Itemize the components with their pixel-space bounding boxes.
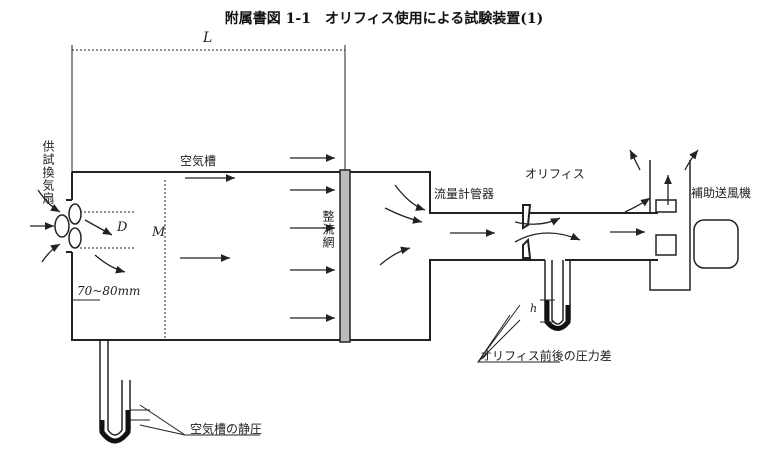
- flow-straightener: [339, 169, 351, 343]
- orifice-plate: [522, 204, 532, 259]
- aux-fan-motor: [693, 219, 739, 269]
- length-label: L: [203, 30, 213, 46]
- figure-title: 附属書図 1-1 オリフィス使用による試験装置(1): [224, 11, 544, 27]
- diameter-label: D: [117, 220, 128, 235]
- distance-label: 70~80mm: [77, 284, 141, 298]
- air-chamber-label: 空気槽: [180, 154, 217, 168]
- air-chamber: [71, 171, 345, 341]
- test-fan: [54, 203, 82, 249]
- head-label: h: [530, 302, 538, 315]
- flow-arrows: [30, 149, 699, 322]
- aux-fan-label: 補助送風機: [691, 186, 752, 200]
- static-pressure-label: 空気槽の静圧: [190, 422, 263, 436]
- aux-fan-housing: [649, 160, 691, 291]
- dimension-l: [71, 45, 346, 175]
- straightener-label: 整流網: [321, 210, 335, 249]
- orifice-pressure-diff-label: オリフィス前後の圧力差: [480, 349, 612, 363]
- height-label: M: [152, 225, 166, 240]
- orifice-label: オリフィス: [525, 167, 585, 181]
- outlet-transition: [350, 171, 658, 341]
- flow-pipe-label: 流量計管器: [434, 187, 495, 201]
- test-fan-label: 供試換気扇: [41, 140, 55, 205]
